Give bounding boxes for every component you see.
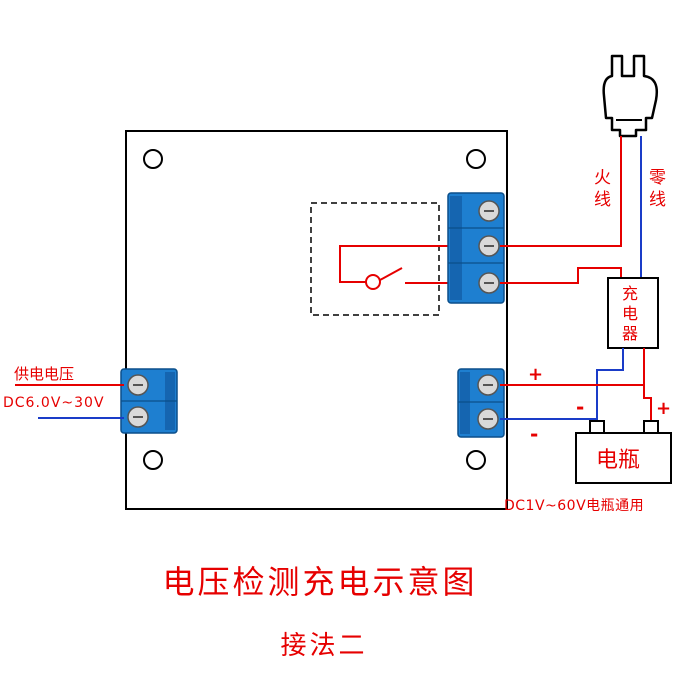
page-title: 电压检测充电示意图 [162, 563, 477, 601]
mount-hole-bottom-left [143, 450, 163, 470]
supply-voltage-label: 供电电压 [14, 365, 74, 383]
relay-contact-box [310, 202, 440, 316]
battery-icon [575, 420, 672, 484]
charger-negative-wire [596, 348, 624, 423]
control-board [125, 130, 508, 510]
supply-range-label: DC6.0V~30V [3, 395, 105, 411]
charger-label-3: 器 [622, 324, 638, 343]
neutral-wire-label-2: 线 [649, 190, 666, 210]
live-wire-label-2: 线 [594, 190, 611, 210]
live-wire [500, 136, 622, 247]
battery-label: 电瓶 [596, 448, 640, 473]
minus-output-label: - [530, 422, 538, 446]
mount-hole-top-right [466, 149, 486, 169]
charger-box [607, 277, 659, 349]
charger-label-2: 电 [622, 304, 638, 323]
live-wire-label-1: 火 [594, 168, 611, 188]
charger-label-1: 充 [622, 284, 638, 303]
charger-minus-label: - [576, 395, 584, 419]
supply-terminal-block [120, 368, 178, 434]
charger-positive-wire [643, 348, 652, 423]
mount-hole-top-left [143, 149, 163, 169]
battery-range-label: DC1V~60V电瓶通用 [504, 498, 644, 514]
neutral-wire-label-1: 零 [649, 168, 666, 188]
mount-hole-bottom-right [466, 450, 486, 470]
mains-plug-icon [602, 54, 658, 138]
relay-terminal-block [447, 192, 505, 304]
relay-switch-symbol [339, 245, 460, 290]
page-subtitle: 接法二 [280, 631, 367, 661]
plus-output-label: + [528, 364, 543, 385]
battery-terminal-block [457, 368, 505, 438]
relay-output-wire [500, 267, 622, 284]
charger-plus-label: + [656, 398, 671, 419]
